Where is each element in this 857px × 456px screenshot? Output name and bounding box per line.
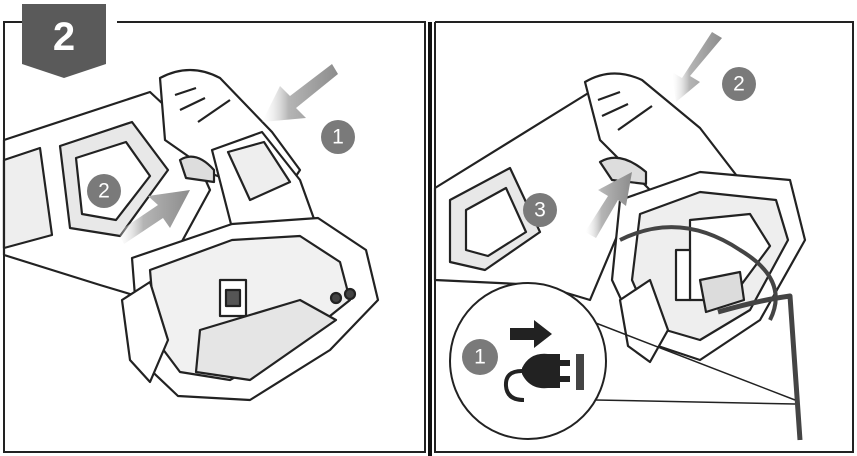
push-arrow-3-right: [585, 172, 632, 238]
panel-divider: [428, 22, 432, 456]
saw-tool-left: [2, 68, 380, 402]
step-number: 2: [53, 15, 75, 59]
push-arrow-2-right: [672, 32, 722, 102]
step-badge: 2: [22, 4, 106, 78]
inset-callout-label: 1: [474, 346, 486, 369]
left-panel-frame: [3, 21, 426, 453]
callout-2-right: 2: [722, 67, 756, 101]
callout-1-left: 1: [321, 120, 355, 154]
push-arrow-2-left: [118, 190, 190, 244]
callout-2-left-label: 2: [98, 180, 110, 203]
push-arrow-1-left: [262, 64, 338, 122]
callout-1-left-label: 1: [332, 126, 344, 149]
callout-3-right-label: 3: [534, 199, 546, 222]
left-panel: 1 2: [2, 21, 426, 453]
callout-3-right: 3: [523, 193, 557, 227]
saw-tool-right: [433, 72, 807, 441]
callout-2-left: 2: [87, 174, 121, 208]
callout-2-right-label: 2: [733, 73, 745, 96]
unplug-charger-icon: [503, 320, 584, 402]
unplug-inset: 1: [449, 282, 796, 440]
inset-callout-1: 1: [462, 339, 498, 375]
right-panel: 2 3 1: [433, 21, 854, 453]
right-panel-frame: [434, 21, 854, 453]
